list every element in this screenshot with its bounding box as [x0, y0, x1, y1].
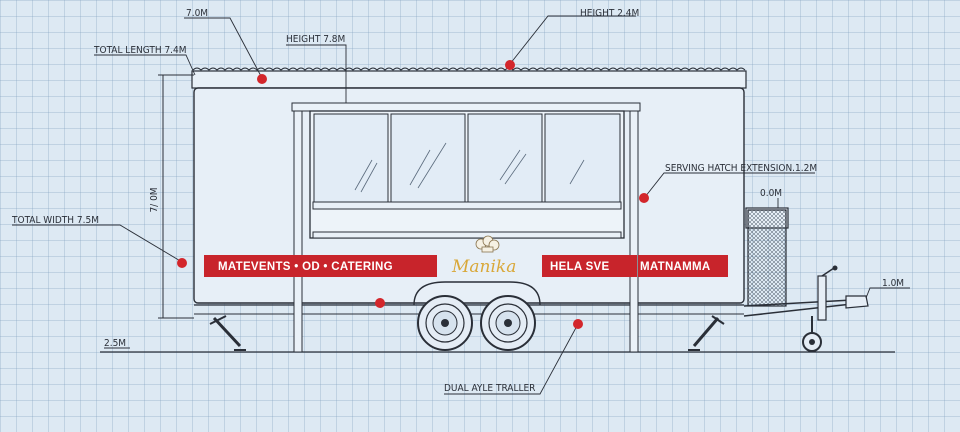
height-label: HEIGHT 2.4M [580, 8, 639, 19]
inner-height-label: HEIGHT 7.8M [286, 34, 345, 45]
window-pane-3 [467, 113, 543, 203]
wheel-rear [480, 295, 536, 351]
brand-band-right-a [542, 255, 637, 277]
total-width-label: TOTAL WIDTH 7.5M [11, 215, 99, 226]
window-pane-2 [390, 113, 466, 203]
chef-hat-icon [475, 235, 500, 253]
counter-lower [312, 231, 622, 239]
hitch-handle [821, 267, 835, 277]
hitch-knob [832, 265, 838, 271]
band-text-left: MATEVENTS • OD • CATERING [218, 261, 393, 273]
roof-panel [191, 70, 747, 89]
callout-markers [177, 60, 649, 329]
jockey-wheel-hub [809, 339, 815, 345]
serving-counter [312, 201, 622, 210]
window-pane-1 [313, 113, 389, 203]
glass-reflections [354, 142, 585, 193]
drawbar [743, 299, 853, 317]
band-text-right: HELA SVE [550, 261, 610, 273]
roof-corrugated [192, 67, 746, 71]
brand-band-right-b [638, 255, 728, 277]
leader-lines [12, 15, 910, 395]
hitch-post [817, 275, 827, 321]
window-pane-4 [544, 113, 621, 203]
brand-band-left [204, 255, 437, 277]
total-length-label: TOTAL LENGTH 7.4M [93, 45, 187, 56]
axle-label: DUAL AYLE TRALLER [444, 383, 535, 394]
band-text-right2: MATNAMMA [640, 261, 711, 273]
side-height-label: 7/ 0M [149, 187, 160, 212]
dimension-vertical [158, 74, 194, 319]
wheel-front [417, 295, 473, 351]
hitch-coupler [845, 295, 869, 309]
pillar-left [293, 103, 303, 353]
hitch-dim-label: 1.0M [882, 278, 904, 289]
serving-hatch-label: SERVING HATCH EXTENSION.1.2M [665, 163, 817, 174]
ground-label: 2.5M [104, 338, 126, 349]
pillar-right [629, 103, 639, 353]
wheel-arch [413, 281, 541, 306]
brand-logo: Manika [451, 257, 516, 277]
top-dim-label: 7.0M [186, 8, 208, 19]
box-dim-label: 0.0M [760, 188, 782, 199]
stabilizer-leg-rear [209, 315, 246, 351]
gas-cage-mesh [747, 209, 787, 307]
stabilizer-leg-front [688, 315, 725, 351]
awning-bar [291, 102, 641, 112]
